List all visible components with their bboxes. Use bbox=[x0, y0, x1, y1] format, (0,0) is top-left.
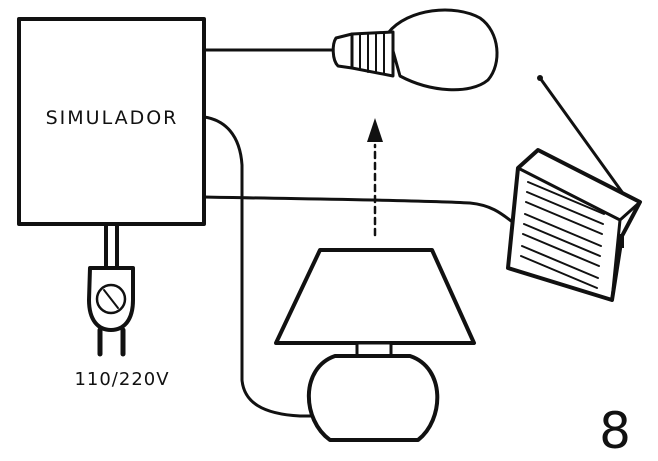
simulator-box: SIMULADOR bbox=[17, 17, 206, 226]
figure-number: 8 bbox=[599, 402, 631, 460]
power-cord bbox=[104, 222, 119, 272]
plug-icon bbox=[87, 266, 135, 357]
light-bulb-icon bbox=[331, 8, 499, 92]
voltage-label: 110/220V bbox=[74, 369, 169, 390]
simulator-label: SIMULADOR bbox=[46, 107, 179, 129]
arrow-up-icon bbox=[367, 118, 383, 237]
table-lamp-icon bbox=[274, 248, 476, 442]
radio-icon bbox=[506, 75, 642, 302]
wire-to-radio bbox=[202, 195, 517, 226]
wire-to-lamp bbox=[202, 115, 324, 418]
